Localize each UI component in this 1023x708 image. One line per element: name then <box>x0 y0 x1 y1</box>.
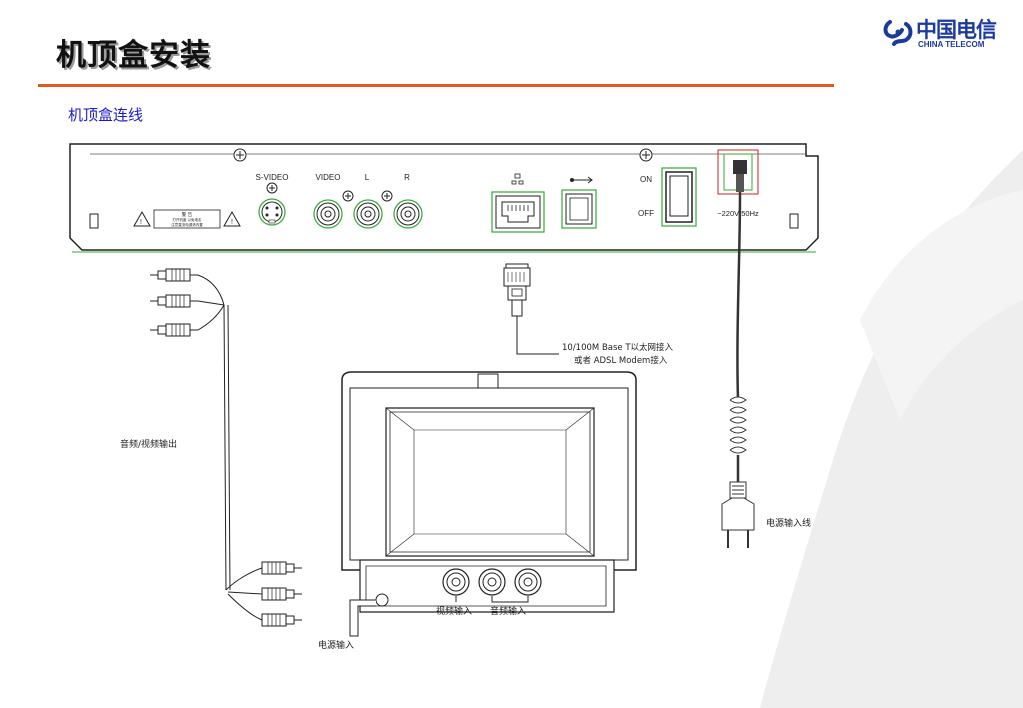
warning-title: 警 告 <box>182 211 193 218</box>
audio-left-rca-port <box>353 199 383 229</box>
off-label: OFF <box>638 209 654 218</box>
television-rear <box>341 371 637 613</box>
warning-line-2: 注意直流电源请内置 <box>171 222 203 227</box>
ethernet-annotation-line-2: 或者 ADSL Modem接入 <box>574 355 668 366</box>
section-subtitle: 机顶盒连线 <box>68 106 144 124</box>
china-telecom-logo-icon <box>883 20 913 46</box>
power-switch <box>661 167 697 227</box>
power-input-label: 电源输入 <box>318 639 354 651</box>
svg-text:!: ! <box>140 219 142 226</box>
tv-power-connector <box>349 593 389 637</box>
audio-left-label: L <box>365 173 370 182</box>
warning-line-1: 打开机盖 以免电击 <box>172 217 202 222</box>
screw-icon <box>381 190 393 202</box>
video-input-label: 视频输入 <box>436 605 472 617</box>
power-cord <box>721 160 755 548</box>
china-telecom-logo: 中国电信 CHINA TELECOM <box>882 16 1012 58</box>
av-cable-top-plugs <box>150 268 198 337</box>
audio-input-label: 音频输入 <box>490 605 526 617</box>
audio-right-rca-port <box>393 199 423 229</box>
page-title: 机顶盒安装 <box>56 38 211 73</box>
on-label: ON <box>640 175 652 184</box>
screw-icon <box>266 182 278 194</box>
tv-audio-right-input-jack <box>514 568 542 596</box>
av-cable-bottom-plugs <box>261 561 302 627</box>
s-video-label: S-VIDEO <box>256 173 289 182</box>
power-cord-label: 电源输入线 <box>766 517 811 529</box>
screw-icon <box>342 190 354 202</box>
audio-right-label: R <box>404 173 410 182</box>
usb-icon <box>570 176 593 184</box>
screw-icon <box>233 148 247 162</box>
network-icon <box>511 173 524 185</box>
warning-label: ! 警 告 打开机盖 以免电击 注意直流电源请内置 ! <box>133 209 241 229</box>
av-output-label: 音频/视频输出 <box>120 438 177 450</box>
ethernet-plug <box>503 263 559 355</box>
title-divider <box>38 84 834 87</box>
logo-name-en: CHINA TELECOM <box>918 40 985 49</box>
tv-audio-left-input-jack <box>478 568 506 596</box>
ethernet-port <box>491 191 545 233</box>
side-latch-right <box>789 213 799 229</box>
video-label: VIDEO <box>316 173 341 182</box>
side-latch-left <box>89 213 99 229</box>
stb-rear-panel: ! 警 告 打开机盖 以免电击 注意直流电源请内置 ! S-VIDEO VIDE… <box>69 143 819 253</box>
logo-name-cn: 中国电信 <box>916 17 997 42</box>
s-video-port <box>258 198 286 226</box>
av-cable-wires <box>197 274 263 621</box>
video-rca-port <box>313 199 343 229</box>
ethernet-annotation-line-1: 10/100M Base T以太网接入 <box>562 342 674 353</box>
usb-port <box>561 189 597 229</box>
power-rating-label: ~220V 50Hz <box>717 209 759 218</box>
screw-icon <box>639 148 653 162</box>
tv-video-input-jack <box>442 568 470 596</box>
svg-text:!: ! <box>231 219 233 226</box>
